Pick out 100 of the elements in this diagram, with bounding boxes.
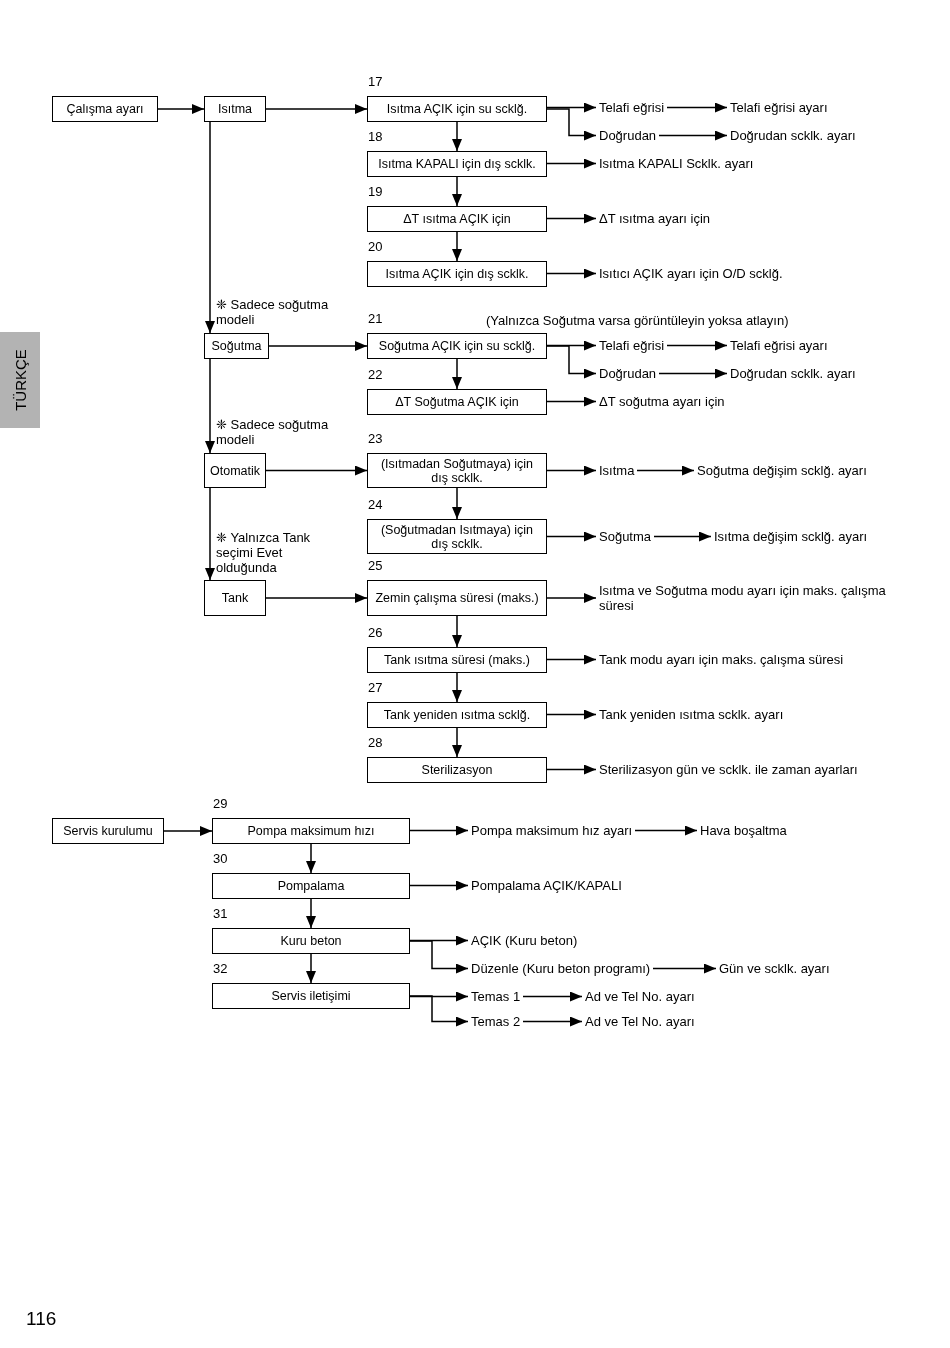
arrow — [163, 826, 213, 836]
arrow — [265, 104, 368, 114]
step-label: Isıtma — [217, 102, 252, 116]
arrow — [205, 121, 215, 334]
setting-text: Ad ve Tel No. ayarı — [582, 989, 698, 1004]
arrow — [546, 531, 597, 542]
step-number: 24 — [368, 498, 383, 512]
step-label: Tank yeniden ısıtma scklğ. — [383, 708, 531, 722]
setting-text: Isıtma ve Soğutma modu ayarı için maks. çalışma süresi — [596, 583, 912, 613]
setting-text: Isıtma KAPALI Scklk. ayarı — [596, 156, 757, 171]
arrow — [658, 130, 728, 141]
setting-text: Gün ve scklk. ayarı — [716, 961, 833, 976]
step-label: ΔT Soğutma AÇIK için — [395, 395, 519, 409]
step-number: 25 — [368, 559, 383, 573]
setting-text: Tank modu ayarı için maks. çalışma süresi — [596, 652, 847, 667]
setting-text: Soğutma — [596, 529, 655, 544]
step-label: Pompalama — [277, 879, 345, 893]
step-label: ΔT ısıtma AÇIK için — [403, 212, 511, 226]
arrow — [157, 104, 205, 114]
arrow — [546, 213, 597, 224]
step-number: 21 — [368, 312, 383, 326]
step-label: Tank ısıtma süresi (maks.) — [384, 653, 530, 667]
step-label: Isıtma AÇIK için su scklğ. — [386, 102, 528, 116]
arrow — [653, 531, 712, 542]
arrow — [452, 231, 462, 262]
setting-text: Doğrudan scklk. ayarı — [727, 128, 859, 143]
arrow — [634, 825, 698, 836]
setting-text: Düzenle (Kuru beton programı) — [468, 961, 654, 976]
setting-text: AÇIK (Kuru beton) — [468, 933, 581, 948]
setting-text: Telafi eğrisi — [596, 100, 668, 115]
arrow — [205, 487, 215, 581]
process-box — [204, 96, 266, 122]
arrow — [452, 121, 462, 152]
arrow — [409, 825, 469, 836]
arrow — [546, 593, 597, 603]
setting-text: Temas 1 — [468, 989, 524, 1004]
arrow — [268, 341, 368, 351]
step-label: Sterilizasyon — [421, 763, 493, 777]
setting-text: Telafi eğrisi — [596, 338, 668, 353]
process-box — [204, 580, 266, 616]
setting-text: Telafi eğrisi ayarı — [727, 100, 831, 115]
arrow — [658, 368, 728, 379]
setting-text: Pompa maksimum hız ayarı — [468, 823, 636, 838]
setting-text: Isıtma değişim scklğ. ayarı — [711, 529, 871, 544]
step-number: 32 — [213, 962, 228, 976]
step-label: Kuru beton — [280, 934, 342, 948]
setting-text: Doğrudan scklk. ayarı — [727, 366, 859, 381]
step-label: Soğutma — [211, 339, 262, 353]
arrow — [666, 102, 728, 113]
arrow — [546, 108, 597, 141]
arrow — [452, 176, 462, 207]
step-label: (Soğutmadan Isıtmaya) için dış scklk. — [379, 522, 535, 551]
step-label: Pompa maksimum hızı — [247, 824, 375, 838]
step-label: Zemin çalışma süresi (maks.) — [375, 591, 539, 605]
process-box — [204, 333, 269, 359]
step-label: Tank — [221, 591, 249, 605]
setting-text: Isıtma — [596, 463, 638, 478]
setting-text: Hava boşaltma — [697, 823, 790, 838]
arrow — [522, 991, 583, 1002]
setting-text: Tank yeniden ısıtma scklk. ayarı — [596, 707, 787, 722]
arrow — [636, 465, 695, 476]
step-label: Çalışma ayarı — [66, 102, 144, 116]
setting-text: Telafi eğrisi ayarı — [727, 338, 831, 353]
arrow — [452, 727, 462, 758]
arrow — [546, 345, 597, 379]
setting-text: Sterilizasyon gün ve scklk. ile zaman ayarları — [596, 762, 861, 777]
arrow — [452, 487, 462, 520]
step-label: Servis iletişimi — [271, 989, 351, 1003]
arrow — [265, 593, 368, 603]
setting-text: Doğrudan — [596, 128, 660, 143]
step-number: 26 — [368, 626, 383, 640]
step-label: Servis kurulumu — [63, 824, 153, 838]
arrow — [265, 465, 368, 476]
arrow — [546, 396, 597, 407]
step-number: 17 — [368, 75, 383, 89]
step-number: 22 — [368, 368, 383, 382]
arrow — [546, 268, 597, 279]
step-label: Otomatik — [210, 463, 260, 478]
arrow — [306, 953, 316, 984]
arrow — [546, 465, 597, 476]
page-number: 116 — [26, 1308, 57, 1330]
arrow — [452, 358, 462, 390]
step-number: 23 — [368, 432, 383, 446]
note-text: (Yalnızca Soğutma varsa görüntüleyin yoksa atlayın) — [486, 314, 789, 328]
arrow — [205, 358, 215, 454]
setting-text: Pompalama AÇIK/KAPALI — [468, 878, 625, 893]
arrow — [546, 709, 597, 720]
arrow — [546, 158, 597, 169]
step-number: 20 — [368, 240, 383, 254]
process-box — [52, 96, 158, 122]
step-number: 30 — [213, 852, 228, 866]
section-label: TÜRKÇE — [11, 349, 29, 411]
step-number: 29 — [213, 797, 228, 811]
setting-text: Temas 2 — [468, 1014, 524, 1029]
arrow — [666, 340, 728, 351]
setting-text: ΔT ısıtma ayarı için — [596, 211, 714, 226]
arrow — [652, 963, 717, 974]
setting-text: Doğrudan — [596, 366, 660, 381]
process-box — [204, 453, 266, 488]
arrow — [546, 654, 597, 665]
